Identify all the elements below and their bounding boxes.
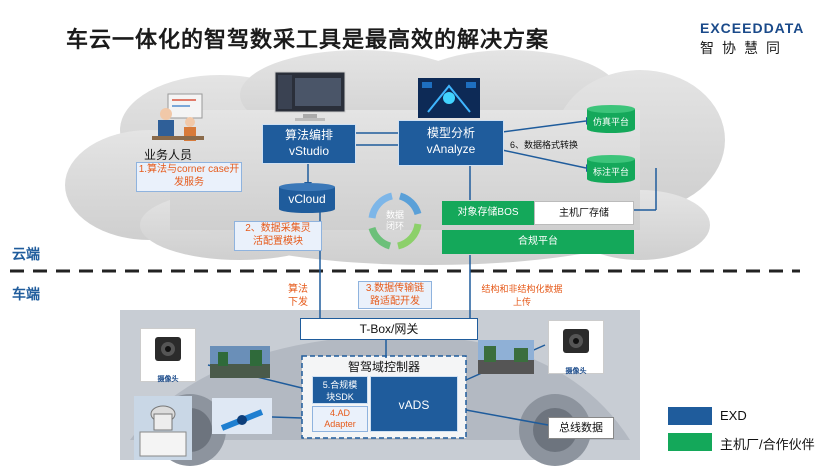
lidar-sensor-image (134, 396, 192, 460)
note-1: 1.算法与corner case开 发服务 (136, 162, 242, 192)
compliance-platform-box[interactable]: 合规平台 (442, 230, 634, 254)
vstudio-subtitle: vStudio (288, 144, 330, 158)
camera-label-left: 摄像头 (157, 376, 179, 383)
vanalyze-box[interactable]: 模型分析 vAnalyze (398, 120, 504, 166)
vanalyze-title: 模型分析 (426, 126, 475, 140)
controller-title: 智驾域控制器 (347, 360, 420, 374)
vcloud-database-icon (279, 183, 335, 213)
legend-swatch-partner (668, 433, 712, 451)
adapter-line2: Adapter (324, 419, 356, 429)
legend-swatch-exd (668, 407, 712, 425)
note-2: 2、数据采集灵 活配置模块 (234, 221, 322, 251)
algo-down-line1: 算法 (288, 284, 308, 295)
logo-name-cn: 智协慧同 (700, 40, 788, 56)
page-title: 车云一体化的智驾数采工具是最高效的解决方案 (66, 27, 550, 52)
oem-storage-box[interactable]: 主机厂存储 (534, 201, 634, 225)
sim-platform-label: 仿真平台 (592, 117, 629, 127)
sdk-line2: 块SDK (326, 392, 354, 402)
data-loop-line1: 数据 (385, 210, 404, 220)
label-platform-label: 标注平台 (592, 167, 629, 177)
note-1-line1: 1.算法与corner case开 (138, 164, 240, 175)
note-2-line2: 活配置模块 (253, 236, 303, 247)
road-scene-thumbnail (212, 398, 272, 434)
business-person-icon (152, 93, 204, 141)
camera-label-right: 摄像头 (565, 368, 587, 375)
adapter-box[interactable]: 4.AD Adapter (312, 406, 368, 432)
note-1-line2: 发服务 (174, 177, 204, 188)
sdk-line1: 5.合规模 (322, 380, 358, 390)
vanalyze-subtitle: vAnalyze (426, 142, 476, 156)
upload-line2: 上传 (512, 297, 531, 307)
bus-data-box[interactable]: 总线数据 (548, 417, 614, 439)
adapter-line1: 4.AD (329, 408, 350, 418)
format-convert-label: 6、数据格式转换 (510, 140, 579, 150)
algo-down-line2: 下发 (288, 297, 308, 308)
vstudio-monitor-icon (274, 71, 346, 121)
note-3: 3.数据传输链 路适配开发 (358, 281, 432, 309)
camera-icon (563, 329, 589, 353)
data-loop-line2: 闭环 (385, 221, 404, 231)
camera-tile-right: 摄像头 (548, 320, 604, 375)
street-view-thumbnail-right (478, 340, 534, 374)
legend-label-exd: EXD (720, 408, 747, 423)
upload-note: 结构和非结构化数据 上传 (476, 283, 568, 309)
vstudio-title: 算法编排 (284, 128, 333, 142)
zone-label-cloud: 云端 (12, 246, 40, 262)
vstudio-box[interactable]: 算法编排 vStudio (262, 124, 356, 164)
company-logo: EXCEEDDATA 智协慧同 (700, 20, 820, 58)
logo-name-en: EXCEEDDATA (700, 20, 805, 36)
tbox-gateway-box[interactable]: T-Box/网关 (300, 318, 478, 340)
camera-icon (155, 337, 181, 361)
algo-down-note: 算法 下发 (282, 283, 314, 309)
legend-label-partner: 主机厂/合作伙伴 (720, 437, 815, 452)
camera-tile-left: 摄像头 (140, 328, 196, 383)
note-2-line1: 2、数据采集灵 (245, 223, 311, 234)
vanalyze-screen-icon (418, 78, 480, 118)
note-3-line1: 3.数据传输链 (365, 283, 425, 294)
zone-label-vehicle: 车端 (12, 286, 40, 302)
vads-box[interactable]: vADS (370, 376, 458, 432)
vcloud-label: vCloud (288, 192, 326, 206)
note-3-line2: 路适配开发 (370, 296, 420, 307)
sim-platform-cylinder-icon (587, 105, 635, 133)
upload-line1: 结构和非结构化数据 (481, 284, 563, 294)
label-platform-cylinder-icon (587, 155, 635, 183)
street-view-thumbnail (210, 346, 270, 378)
data-loop-text: 数据 闭环 (380, 210, 410, 232)
business-person-label: 业务人员 (144, 148, 193, 162)
sdk-box[interactable]: 5.合规模 块SDK (312, 376, 368, 404)
object-storage-box[interactable]: 对象存储BOS (442, 201, 534, 225)
